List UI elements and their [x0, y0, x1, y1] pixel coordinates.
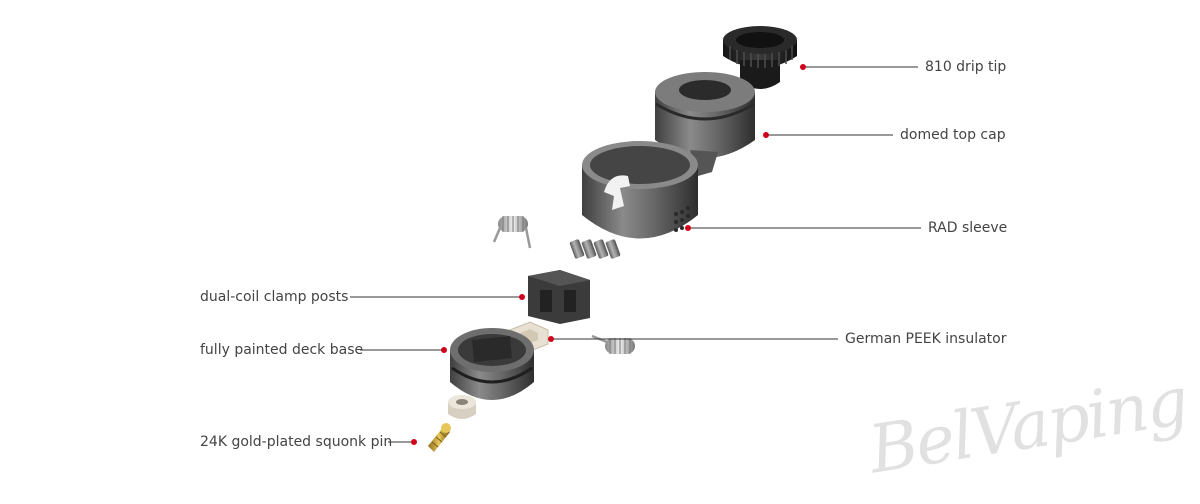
- dot-squonk-pin: [411, 439, 417, 445]
- coil-upper-illustration: [492, 216, 532, 249]
- label-clamp-posts: dual-coil clamp posts: [200, 289, 349, 305]
- label-sleeve: RAD sleeve: [928, 220, 1008, 236]
- sleeve-illustration: [582, 141, 698, 239]
- label-deck-base: fully painted deck base: [200, 342, 364, 358]
- leader-squonk-pin: [388, 439, 417, 445]
- leader-sleeve: [685, 225, 921, 231]
- leader-top-cap: [763, 132, 893, 138]
- drip-tip-illustration: [723, 26, 797, 89]
- squonk-pin-illustration: [428, 423, 451, 452]
- dot-top-cap: [763, 132, 769, 138]
- deck-base-illustration: [450, 328, 534, 400]
- dot-drip-tip: [800, 64, 806, 70]
- leader-insulator: [548, 336, 838, 342]
- leader-deck-base: [360, 347, 447, 353]
- dot-sleeve: [685, 225, 691, 231]
- top-cap-illustration: [655, 72, 755, 176]
- dot-clamp-posts: [519, 294, 525, 300]
- dot-deck-base: [441, 347, 447, 353]
- label-drip-tip: 810 drip tip: [925, 59, 1007, 75]
- label-squonk-pin: 24K gold-plated squonk pin: [200, 434, 393, 450]
- clamp-posts-illustration: [528, 270, 590, 324]
- label-insulator: German PEEK insulator: [845, 331, 1007, 347]
- leader-drip-tip: [800, 64, 918, 70]
- pin-insulator-illustration: [448, 395, 476, 419]
- leader-clamp-posts: [350, 294, 525, 300]
- dot-insulator: [548, 336, 554, 342]
- post-screws-illustration: [569, 239, 621, 259]
- label-top-cap: domed top cap: [900, 127, 1006, 143]
